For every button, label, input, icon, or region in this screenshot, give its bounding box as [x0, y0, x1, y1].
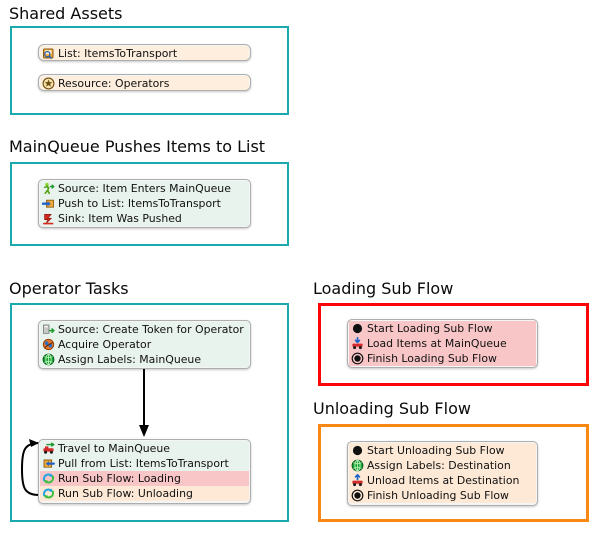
- list-item[interactable]: Load Items at MainQueue: [349, 336, 536, 351]
- pull-icon: [42, 457, 55, 470]
- panel-shared-assets: List: ItemsToTransport Resource: Operato…: [10, 26, 289, 115]
- panel-unloading-sub-flow: Start Unloading Sub Flow Assign Labels: …: [318, 424, 589, 522]
- list-item[interactable]: Run Sub Flow: Loading: [40, 471, 249, 486]
- page-title-operator-tasks: Operator Tasks: [9, 279, 129, 298]
- row-label: Run Sub Flow: Loading: [57, 472, 181, 485]
- load-cart-icon: [351, 337, 364, 350]
- list-item[interactable]: Resource: Operators: [40, 76, 249, 90]
- list-item[interactable]: Finish Loading Sub Flow: [349, 351, 536, 366]
- row-label: Resource: Operators: [57, 77, 170, 90]
- row-label: List: ItemsToTransport: [57, 47, 178, 60]
- downward-arrow: [139, 369, 149, 437]
- travel-icon: [42, 442, 55, 455]
- subflow-icon: [42, 487, 55, 500]
- list-item[interactable]: Push to List: ItemsToTransport: [40, 196, 249, 211]
- list-item[interactable]: Pull from List: ItemsToTransport: [40, 456, 249, 471]
- list-item[interactable]: Start Unloading Sub Flow: [349, 443, 536, 458]
- list-item[interactable]: Run Sub Flow: Unloading: [40, 486, 249, 501]
- node-operator-setup[interactable]: Source: Create Token for Operator Acquir…: [38, 320, 251, 369]
- row-label: Finish Loading Sub Flow: [366, 352, 497, 365]
- row-label: Travel to MainQueue: [57, 442, 170, 455]
- row-label: Run Sub Flow: Unloading: [57, 487, 193, 500]
- node-list-itemstotransport[interactable]: List: ItemsToTransport: [38, 44, 251, 61]
- list-item[interactable]: List: ItemsToTransport: [40, 46, 249, 60]
- source-token-icon: [42, 323, 55, 336]
- list-icon: [42, 47, 55, 60]
- row-label: Start Unloading Sub Flow: [366, 444, 505, 457]
- row-label: Pull from List: ItemsToTransport: [57, 457, 229, 470]
- list-item[interactable]: Source: Item Enters MainQueue: [40, 181, 249, 196]
- row-label: Finish Unloading Sub Flow: [366, 489, 509, 502]
- push-arrow-icon: [42, 197, 55, 210]
- acquire-icon: [42, 338, 55, 351]
- node-unloading-steps[interactable]: Start Unloading Sub Flow Assign Labels: …: [347, 441, 538, 506]
- list-item[interactable]: Unload Items at Destination: [349, 473, 536, 488]
- row-label: Push to List: ItemsToTransport: [57, 197, 221, 210]
- loopback-arrow: [20, 439, 40, 496]
- panel-mainqueue-pushes: Source: Item Enters MainQueue Push to Li…: [10, 162, 289, 246]
- list-item[interactable]: Assign Labels: MainQueue: [40, 352, 249, 367]
- row-label: Sink: Item Was Pushed: [57, 212, 182, 225]
- list-item[interactable]: Acquire Operator: [40, 337, 249, 352]
- node-mainqueue-push-steps[interactable]: Source: Item Enters MainQueue Push to Li…: [38, 179, 251, 228]
- row-label: Source: Item Enters MainQueue: [57, 182, 231, 195]
- panel-loading-sub-flow: Start Loading Sub Flow Load Items at Mai…: [318, 303, 589, 386]
- list-item[interactable]: Source: Create Token for Operator: [40, 322, 249, 337]
- list-item[interactable]: Start Loading Sub Flow: [349, 321, 536, 336]
- panel-operator-tasks: Source: Create Token for Operator Acquir…: [10, 303, 289, 522]
- assign-labels-icon: [42, 353, 55, 366]
- page-title-loading-sub-flow: Loading Sub Flow: [313, 279, 454, 298]
- page-title-shared-assets: Shared Assets: [9, 4, 123, 23]
- list-item[interactable]: Assign Labels: Destination: [349, 458, 536, 473]
- list-item[interactable]: Travel to MainQueue: [40, 441, 249, 456]
- unload-cart-icon: [351, 474, 364, 487]
- list-item[interactable]: Finish Unloading Sub Flow: [349, 488, 536, 503]
- node-loading-steps[interactable]: Start Loading Sub Flow Load Items at Mai…: [347, 319, 538, 368]
- resource-star-icon: [42, 77, 55, 90]
- subflow-icon: [42, 472, 55, 485]
- row-label: Acquire Operator: [57, 338, 152, 351]
- sink-icon: [42, 212, 55, 225]
- source-runner-icon: [42, 182, 55, 195]
- row-label: Assign Labels: Destination: [366, 459, 511, 472]
- start-dot-icon: [351, 322, 364, 335]
- row-label: Unload Items at Destination: [366, 474, 520, 487]
- row-label: Load Items at MainQueue: [366, 337, 507, 350]
- row-label: Start Loading Sub Flow: [366, 322, 493, 335]
- assign-labels-icon: [351, 459, 364, 472]
- row-label: Assign Labels: MainQueue: [57, 353, 202, 366]
- row-label: Source: Create Token for Operator: [57, 323, 244, 336]
- node-resource-operators[interactable]: Resource: Operators: [38, 74, 251, 91]
- node-operator-loop[interactable]: Travel to MainQueue Pull from List: Item…: [38, 439, 251, 504]
- list-item[interactable]: Sink: Item Was Pushed: [40, 211, 249, 226]
- finish-dot-icon: [351, 489, 364, 502]
- start-dot-icon: [351, 444, 364, 457]
- page-title-mainqueue-pushes: MainQueue Pushes Items to List: [9, 137, 266, 156]
- page-title-unloading-sub-flow: Unloading Sub Flow: [313, 399, 471, 418]
- finish-dot-icon: [351, 352, 364, 365]
